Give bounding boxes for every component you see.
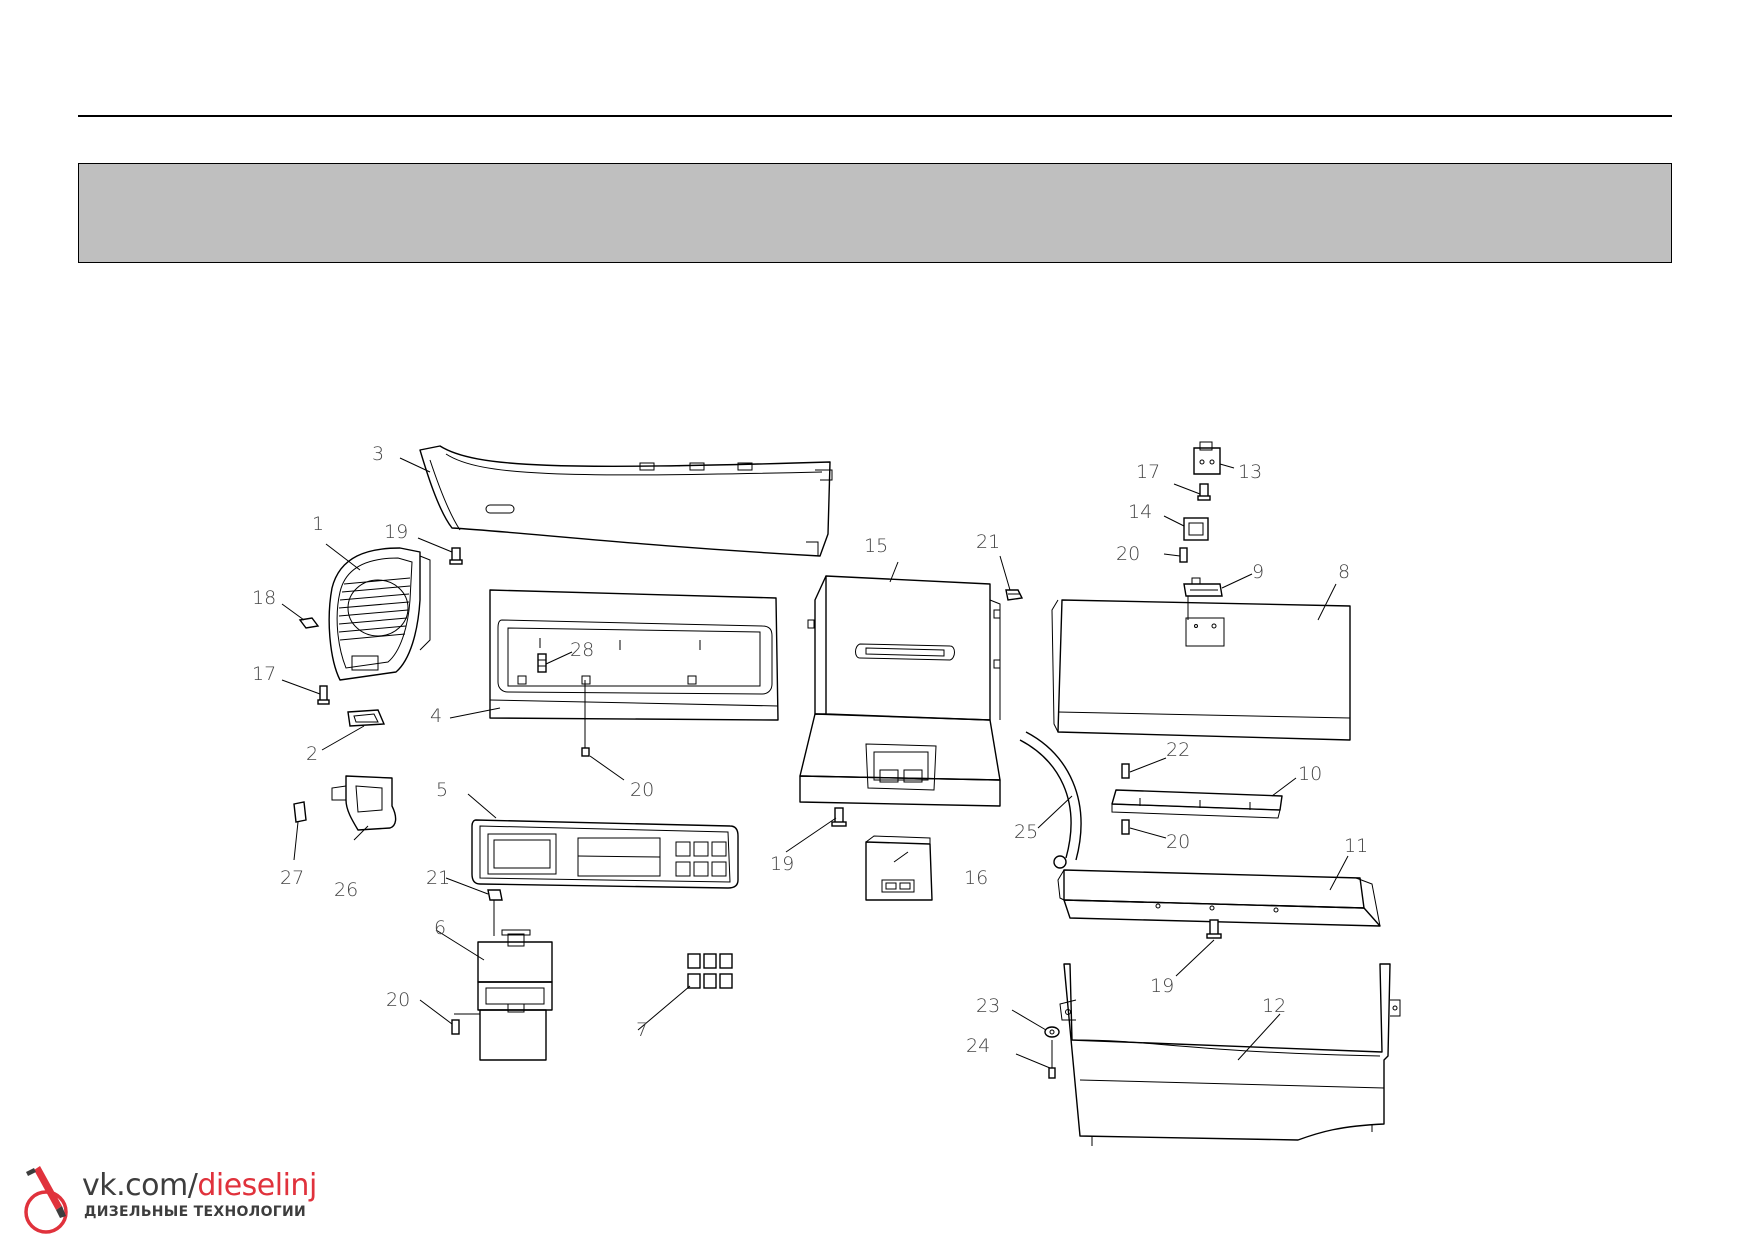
label-12: 12: [1262, 995, 1286, 1017]
part-27-clip: [293, 801, 307, 823]
part-17-screw-b: [1197, 483, 1211, 501]
part-21-clip-b: [487, 889, 503, 936]
label-6: 6: [434, 917, 446, 939]
label-23: 23: [976, 995, 1000, 1017]
label-1: 1: [312, 513, 324, 535]
part-6-hvac-control: [477, 929, 553, 1061]
leader-lines: [281, 457, 1349, 1069]
label-7: 7: [636, 1019, 648, 1041]
part-15-console-upper: [799, 575, 1001, 807]
top-rule: [78, 115, 1672, 117]
label-11: 11: [1344, 835, 1368, 857]
label-19c: 19: [1150, 975, 1174, 997]
label-10: 10: [1298, 763, 1322, 785]
part-16-switch-housing: [865, 835, 933, 901]
label-17a: 17: [252, 663, 276, 685]
label-28: 28: [570, 639, 594, 661]
part-23-washer: [1044, 1026, 1060, 1038]
label-21b: 21: [426, 867, 450, 889]
label-2: 2: [306, 743, 318, 765]
part-11-lower-shelf: [1057, 869, 1381, 927]
part-20-screw-b: [1179, 547, 1188, 563]
label-20b: 20: [1116, 543, 1140, 565]
part-10-rail: [1111, 789, 1283, 819]
part-28-screw: [537, 653, 547, 673]
part-12-lower-panel: [1059, 963, 1401, 1146]
part-20-screw-c: [1121, 819, 1130, 835]
part-3-upper-trim: [419, 445, 833, 557]
label-9: 9: [1252, 561, 1264, 583]
part-2-switch: [347, 709, 386, 727]
label-18: 18: [252, 587, 276, 609]
label-25: 25: [1014, 821, 1038, 843]
label-13: 13: [1238, 461, 1262, 483]
part-20-screw-a: [581, 680, 590, 757]
label-26: 26: [334, 879, 358, 901]
part-9-latch: [1183, 577, 1223, 620]
part-22-screw: [1121, 763, 1130, 779]
header-band: [78, 163, 1672, 263]
part-8-glovebox-lid: [1051, 599, 1351, 741]
part-19-screw-c: [1206, 919, 1222, 939]
label-19a: 19: [384, 521, 408, 543]
part-19-screw-a: [449, 547, 463, 565]
part-19-screw-b: [831, 807, 847, 827]
label-8: 8: [1338, 561, 1350, 583]
watermark-subtitle: ДИЗЕЛЬНЫЕ ТЕХНОЛОГИИ: [84, 1204, 307, 1220]
part-21-clip-a: [1005, 589, 1024, 601]
part-24-bolt: [1048, 1040, 1056, 1079]
label-20c: 20: [1166, 831, 1190, 853]
part-7-switch-set: [687, 953, 733, 989]
part-26-bezel: [331, 775, 397, 831]
watermark-url[interactable]: vk.com/dieselinj: [82, 1168, 317, 1203]
label-4: 4: [430, 705, 442, 727]
label-20a: 20: [630, 779, 654, 801]
label-17b: 17: [1136, 461, 1160, 483]
part-4-center-bezel: [489, 589, 779, 721]
part-14-gasket: [1183, 517, 1209, 541]
part-25-hose: [1019, 731, 1082, 869]
part-20-screw-d: [451, 1013, 480, 1035]
label-19b: 19: [770, 853, 794, 875]
label-24: 24: [966, 1035, 990, 1057]
label-27: 27: [280, 867, 304, 889]
watermark: vk.com/dieselinj ДИЗЕЛЬНЫЕ ТЕХНОЛОГИИ: [14, 1160, 317, 1236]
label-20d: 20: [386, 989, 410, 1011]
label-5: 5: [436, 779, 448, 801]
label-16: 16: [964, 867, 988, 889]
label-15: 15: [864, 535, 888, 557]
part-labels: 3 1 19 18 17 2 4 28 20 15 21 17 13 14 20…: [252, 443, 1368, 1057]
part-17-screw-a: [317, 685, 330, 705]
label-21a: 21: [976, 531, 1000, 553]
part-1-speaker-panel: [328, 547, 431, 681]
label-14: 14: [1128, 501, 1152, 523]
label-3: 3: [372, 443, 384, 465]
injector-logo-icon: [24, 1166, 68, 1234]
part-13-bracket: [1193, 441, 1221, 475]
label-22: 22: [1166, 739, 1190, 761]
part-18-clip: [298, 617, 320, 629]
part-5-cluster-bezel: [471, 819, 739, 889]
